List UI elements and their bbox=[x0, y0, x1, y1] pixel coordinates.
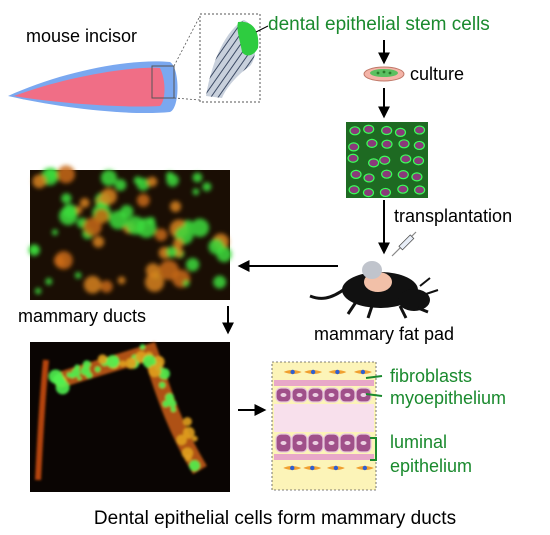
mammary-ducts-micrograph-1 bbox=[28, 165, 232, 300]
mouse-silhouette-icon bbox=[309, 261, 439, 319]
caption: Dental epithelial cells form mammary duc… bbox=[94, 508, 456, 529]
luminal-bracket bbox=[370, 437, 377, 461]
petri-dish-icon bbox=[363, 66, 405, 82]
duct-tissue-schematic bbox=[271, 361, 377, 491]
zoom-line-bottom bbox=[173, 97, 201, 101]
mammary-fat-pad-label: mammary fat pad bbox=[314, 324, 454, 344]
incisor-shape bbox=[8, 61, 178, 114]
luminal-label-line2: epithelium bbox=[390, 456, 472, 476]
fibroblasts-pointer bbox=[365, 375, 383, 379]
myoepithelium-label: myoepithelium bbox=[390, 388, 506, 408]
zoom-line-top bbox=[173, 15, 201, 67]
mouse-incisor-label: mouse incisor bbox=[26, 26, 137, 46]
transplantation-label: transplantation bbox=[394, 206, 512, 226]
culture-label: culture bbox=[410, 64, 464, 84]
mammary-ducts-micrograph-2 bbox=[30, 341, 230, 492]
cultured-cells-image bbox=[346, 122, 428, 198]
myoepithelium-pointer bbox=[365, 393, 383, 397]
stem-cells-label: dental epithelial stem cells bbox=[268, 14, 490, 35]
zoom-box-small bbox=[151, 65, 175, 99]
mammary-ducts-label: mammary ducts bbox=[18, 306, 146, 326]
syringe-icon bbox=[391, 231, 417, 257]
fibroblasts-label: fibroblasts bbox=[390, 366, 472, 386]
incisor-zoom-detail bbox=[206, 20, 259, 98]
stem-cell-pointer bbox=[255, 25, 269, 33]
luminal-label-line1: luminal bbox=[390, 432, 447, 452]
